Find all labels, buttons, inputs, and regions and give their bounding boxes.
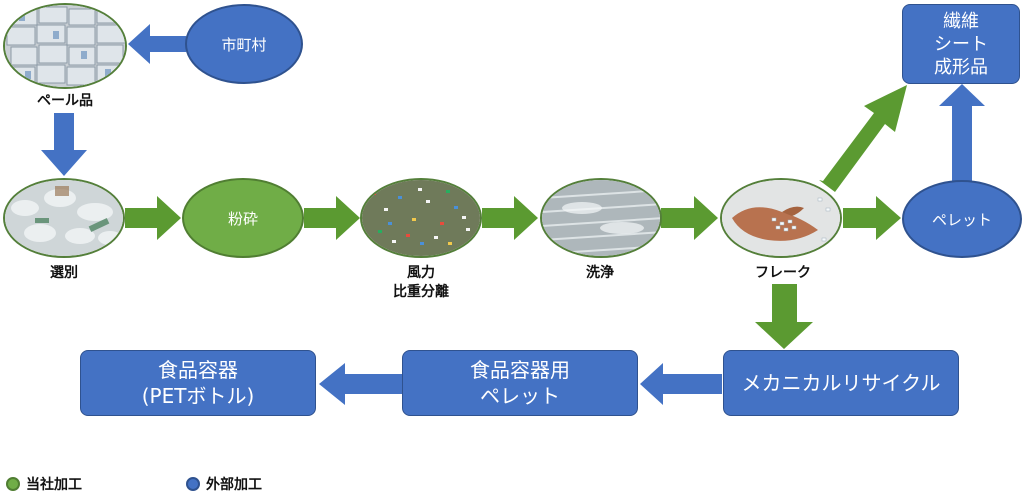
legend-external-label: 外部加工: [206, 477, 262, 493]
arrow-municipality-to-bale: [128, 24, 186, 64]
pellet-label: ペレット: [931, 210, 992, 229]
arrow-crushing-to-wind: [304, 196, 360, 240]
arrow-foodpellet-to-container: [319, 363, 402, 405]
food-container-pellet-label: 食品容器用 ペレット: [470, 358, 570, 408]
arrow-bale-to-sorting: [41, 113, 87, 176]
arrow-mechanical-to-foodpellet: [640, 363, 722, 405]
arrow-flake-to-mechanical: [755, 284, 813, 349]
arrow-wind-to-washing: [482, 196, 538, 240]
arrow-flake-to-fiber: [819, 85, 907, 192]
bale-image: [5, 5, 125, 87]
arrow-sorting-to-crushing: [125, 196, 181, 240]
mechanical-recycling-box: メカニカルリサイクル: [723, 350, 959, 416]
municipality-label: 市町村: [221, 35, 267, 54]
arrow-flake-to-pellet: [843, 196, 901, 240]
flake-caption: フレーク: [755, 265, 811, 281]
flake-image: [722, 180, 840, 256]
sorting-photo: [3, 178, 125, 258]
washing-image: [542, 180, 660, 256]
pellet-node: ペレット: [902, 180, 1022, 258]
wind-separation-photo: [360, 178, 482, 258]
washing-caption: 洗浄: [586, 265, 614, 281]
municipality-node: 市町村: [185, 4, 303, 84]
food-container-box: 食品容器 (PETボトル): [80, 350, 316, 416]
fiber-sheet-molded-label: 繊維 シート 成形品: [934, 10, 988, 78]
bale-photo: [3, 3, 127, 89]
food-container-pellet-box: 食品容器用 ペレット: [402, 350, 638, 416]
washing-photo: [540, 178, 662, 258]
fiber-sheet-molded-box: 繊維 シート 成形品: [902, 4, 1020, 84]
flake-photo: [720, 178, 842, 258]
mechanical-recycling-label: メカニカルリサイクル: [741, 371, 941, 395]
bale-caption: ペール品: [37, 93, 93, 109]
arrow-pellet-to-fiber: [939, 84, 985, 182]
arrow-washing-to-flake: [661, 196, 718, 240]
wind-caption: 風力 比重分離: [393, 265, 449, 300]
crushing-node: 粉砕: [182, 178, 304, 258]
wind-separation-image: [362, 180, 480, 256]
sorting-caption: 選別: [50, 265, 78, 281]
legend-internal-label: 当社加工: [26, 477, 82, 493]
food-container-label: 食品容器 (PETボトル): [141, 358, 255, 408]
legend-external: 外部加工: [186, 474, 262, 494]
legend-internal: 当社加工: [6, 474, 82, 494]
sorting-image: [5, 180, 123, 256]
crushing-label: 粉砕: [227, 209, 258, 228]
legend-external-dot: [186, 477, 200, 491]
legend-internal-dot: [6, 477, 20, 491]
